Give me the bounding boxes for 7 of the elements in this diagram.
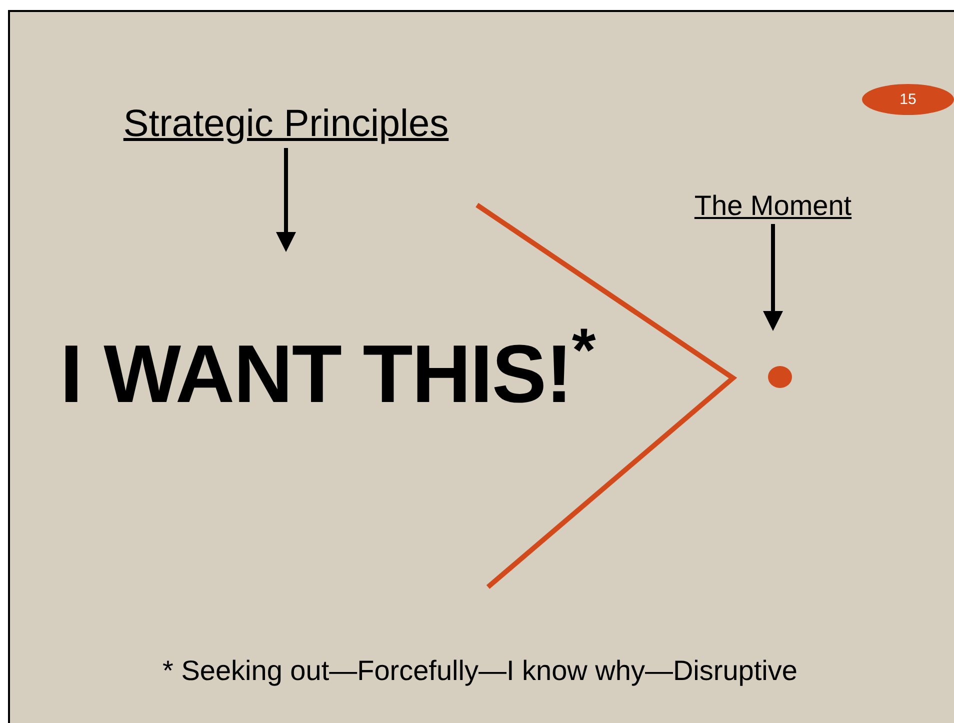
headline-text: I WANT THIS!$^{*}$ xyxy=(60,330,620,420)
footnote-text: * Seeking out—Forcefully—I know why—Disruptive xyxy=(162,654,798,688)
heading-text: The Moment xyxy=(676,188,870,224)
arrow xyxy=(763,224,783,331)
heading-text: Strategic Principles xyxy=(96,100,476,148)
arrow xyxy=(276,148,296,252)
dot xyxy=(768,365,792,389)
